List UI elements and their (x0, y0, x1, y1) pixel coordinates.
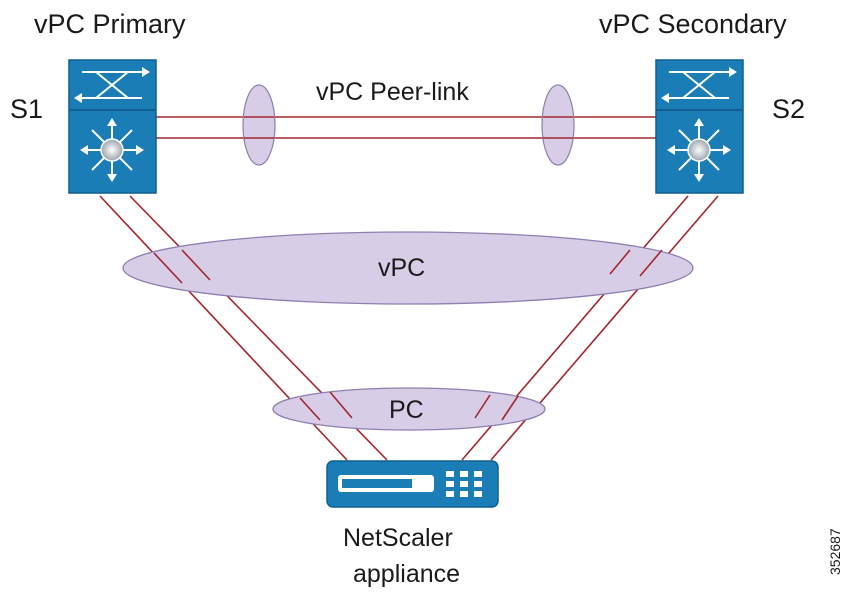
pc-bundle (272, 387, 546, 431)
netscaler-appliance-icon (326, 460, 499, 508)
label-vpc: vPC (378, 254, 425, 282)
label-vpc-primary: vPC Primary (34, 9, 186, 39)
label-appliance-line1: NetScaler (343, 524, 453, 552)
label-pc: PC (389, 396, 424, 424)
vpc-bundle (122, 231, 694, 305)
label-vpc-secondary: vPC Secondary (599, 9, 787, 39)
label-s1: S1 (10, 94, 43, 124)
switch-s1-nexus-switch-icon (68, 59, 157, 194)
label-appliance-line2: appliance (353, 560, 460, 588)
figure-id: 352687 (827, 528, 843, 575)
peer-link-bundle-right (541, 84, 575, 166)
switch-s2-nexus-switch-icon (655, 59, 744, 194)
label-peer-link: vPC Peer-link (316, 78, 469, 106)
peer-link-lines (156, 116, 656, 139)
peer-link-bundle-left (242, 84, 276, 166)
label-s2: S2 (772, 94, 805, 124)
